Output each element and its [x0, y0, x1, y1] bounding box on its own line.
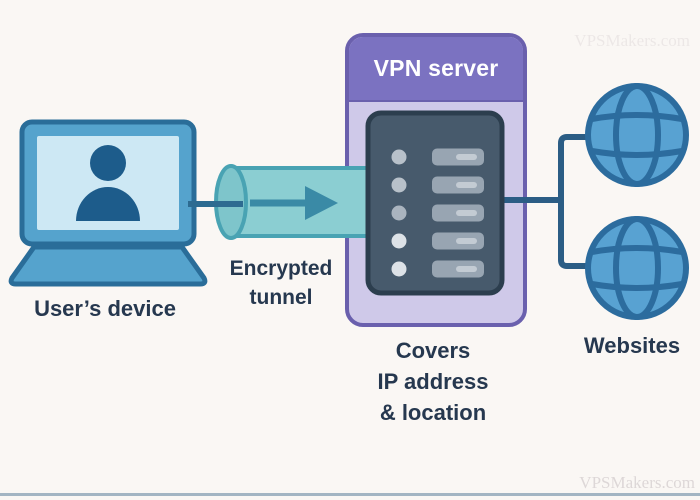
vpn-caption-label: Covers IP address & location [378, 335, 489, 428]
websites-label: Websites [583, 333, 681, 358]
laptop-icon [8, 119, 208, 287]
vpn-caption-line1: Covers [395, 338, 471, 363]
vpn-caption-line2: IP address [377, 369, 489, 394]
rack-leds [391, 149, 407, 277]
vpn-caption-line3: & location [379, 400, 487, 425]
bottom-rule [0, 493, 700, 496]
encrypted-tunnel-label-line2: tunnel [249, 286, 313, 309]
encrypted-tunnel-label: Encrypted tunnel [230, 254, 333, 312]
globe-icon [585, 83, 689, 187]
vpn-server-title: VPN server [373, 55, 499, 81]
connector-server-websites [497, 134, 591, 269]
globe-icon [585, 216, 689, 320]
rack-slats [432, 148, 484, 278]
server-rack-icon [365, 110, 505, 296]
user-device-label: User’s device [34, 296, 176, 321]
watermark-top: VPSMakers.com [574, 31, 690, 50]
laptop-base [8, 244, 208, 287]
watermark-bottom: VPSMakers.com [579, 473, 695, 492]
arrow-right-icon [250, 186, 338, 220]
user-avatar-icon [76, 145, 140, 221]
vpn-server-box-header: VPN server [349, 37, 523, 102]
encrypted-tunnel-label-line1: Encrypted [229, 257, 333, 280]
